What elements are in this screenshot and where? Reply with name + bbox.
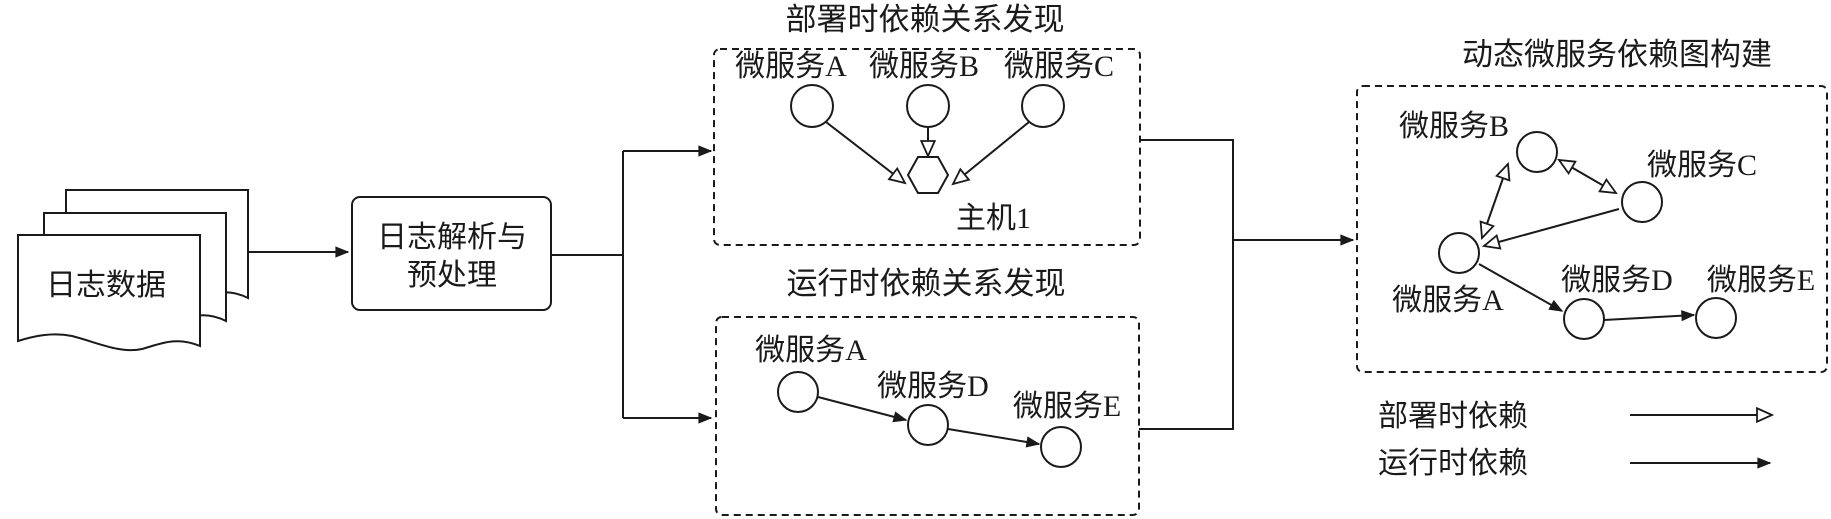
runtime-service-d-label: 微服务D [877,370,989,403]
deploy-section-title: 部署时依赖关系发现 [786,2,1065,37]
graph-service-e-node [1695,297,1737,339]
host-label: 主机1 [956,202,1031,235]
legend-runtime-label: 运行时依赖 [1378,447,1528,480]
graph-service-c-label: 微服务C [1647,149,1757,182]
graph-service-d-label: 微服务D [1561,264,1673,297]
legend-deploy-label: 部署时依赖 [1378,400,1528,433]
graph-service-c-node [1621,181,1663,223]
deploy-section-box [713,48,1141,246]
graph-service-e-label: 微服务E [1707,264,1815,297]
graph-service-b-node [1516,131,1558,173]
graph-edge-a-d [1478,263,1564,312]
runtime-edge-d-e [947,428,1041,448]
runtime-service-d-node [907,404,949,446]
runtime-edge-a-d [817,396,908,423]
graph-edge-c-a [1481,208,1620,250]
deploy-service-b-node [906,84,950,128]
deploy-edge-a-host [825,121,907,185]
log-parse-box [351,196,552,311]
deploy-edge-c-host [951,121,1030,186]
host-hexagon-icon [906,156,950,194]
deploy-service-c-label: 微服务C [1004,50,1114,83]
log-data-label: 日志数据 [46,269,166,302]
runtime-service-e-label: 微服务E [1013,390,1121,423]
graph-section-title: 动态微服务依赖图构建 [1462,37,1772,72]
log-data-documents-icon [17,189,249,352]
graph-edge-a-b [1479,161,1511,241]
graph-service-b-label: 微服务B [1399,110,1509,143]
deploy-service-a-node [790,84,834,128]
graph-service-d-node [1563,298,1605,340]
log-parse-label-line1: 日志解析与 [377,221,527,254]
log-parse-label-line2: 预处理 [407,259,497,292]
graph-service-a-label: 微服务A [1392,284,1504,317]
graph-service-a-node [1438,232,1480,274]
runtime-service-a-node [777,371,819,413]
deploy-service-a-label: 微服务A [735,50,847,83]
runtime-section-box [715,316,1140,516]
graph-edge-b-c [1557,158,1618,195]
runtime-service-e-node [1040,426,1082,468]
flow-merge-line [1139,139,1234,430]
runtime-section-title: 运行时依赖关系发现 [787,266,1066,301]
graph-edge-d-e [1603,310,1696,322]
graph-section-box [1356,85,1828,373]
deploy-service-b-label: 微服务B [869,50,979,83]
runtime-service-a-label: 微服务A [755,334,867,367]
deploy-service-c-node [1021,84,1065,128]
